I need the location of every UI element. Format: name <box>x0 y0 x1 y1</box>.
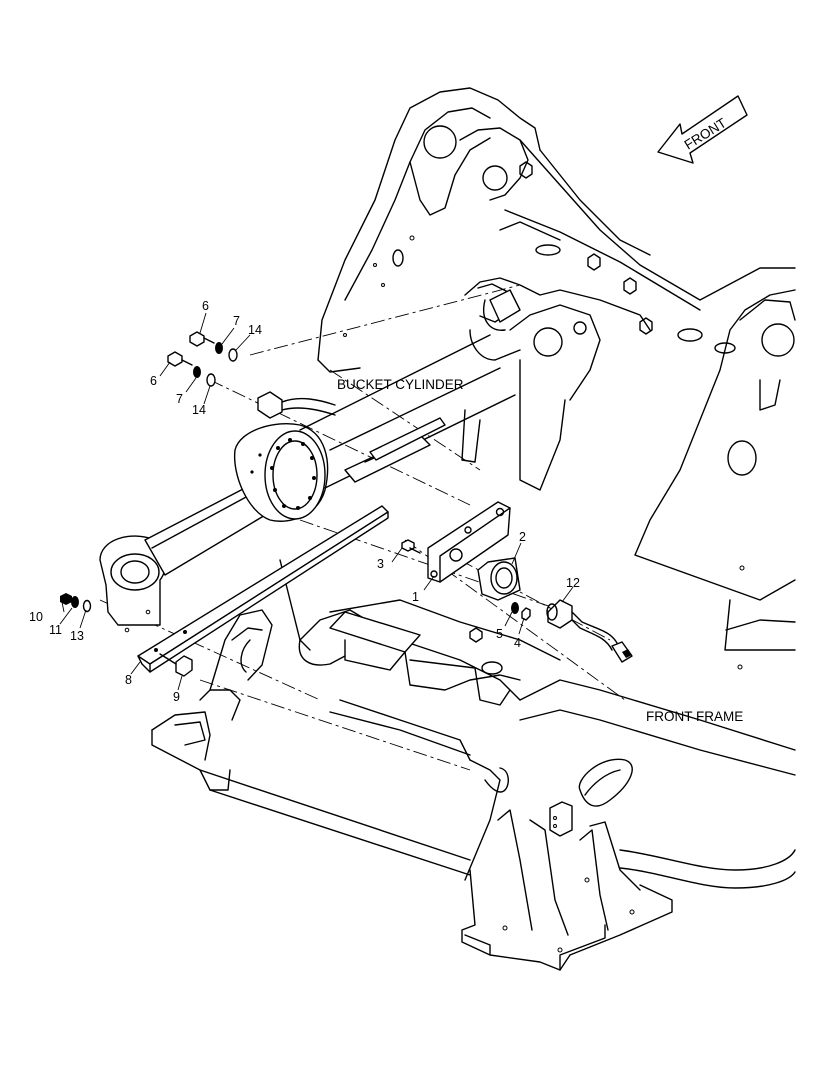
callout-4: 4 <box>514 636 521 650</box>
bracket-washers <box>193 342 238 387</box>
callout-6-bottom: 6 <box>150 374 157 388</box>
guard-bolt <box>159 653 193 677</box>
callout-12: 12 <box>566 576 580 590</box>
callout-14-top: 14 <box>248 323 262 337</box>
callout-2: 2 <box>519 530 526 544</box>
callout-7-bottom: 7 <box>176 392 183 406</box>
sensor-screw <box>401 539 421 554</box>
sensor-bracket <box>427 501 511 583</box>
callout-leaders <box>59 312 574 691</box>
sensor-nut-washer <box>511 602 531 621</box>
sensor-cable <box>546 599 633 663</box>
callout-5: 5 <box>496 627 503 641</box>
callout-13: 13 <box>70 629 84 643</box>
guard-nuts-washers <box>60 593 92 613</box>
callout-10: 10 <box>29 610 43 624</box>
bucket-cylinder-label: BUCKET CYLINDER <box>337 377 464 392</box>
front-arrow: FRONT <box>657 95 748 164</box>
front-frame-label: FRONT FRAME <box>646 709 743 724</box>
bucket-cylinder <box>99 289 521 633</box>
callout-11: 11 <box>49 623 62 637</box>
callout-1: 1 <box>412 590 419 604</box>
bracket-bolts <box>167 331 215 367</box>
proximity-sensor <box>477 557 521 601</box>
callout-7-top: 7 <box>233 314 240 328</box>
callout-9: 9 <box>173 690 180 704</box>
callout-3: 3 <box>377 557 384 571</box>
front-frame <box>151 87 796 971</box>
guard-angle <box>137 505 389 673</box>
callout-6-top: 6 <box>202 299 209 313</box>
callout-14-bottom: 14 <box>192 403 206 417</box>
callout-8: 8 <box>125 673 132 687</box>
